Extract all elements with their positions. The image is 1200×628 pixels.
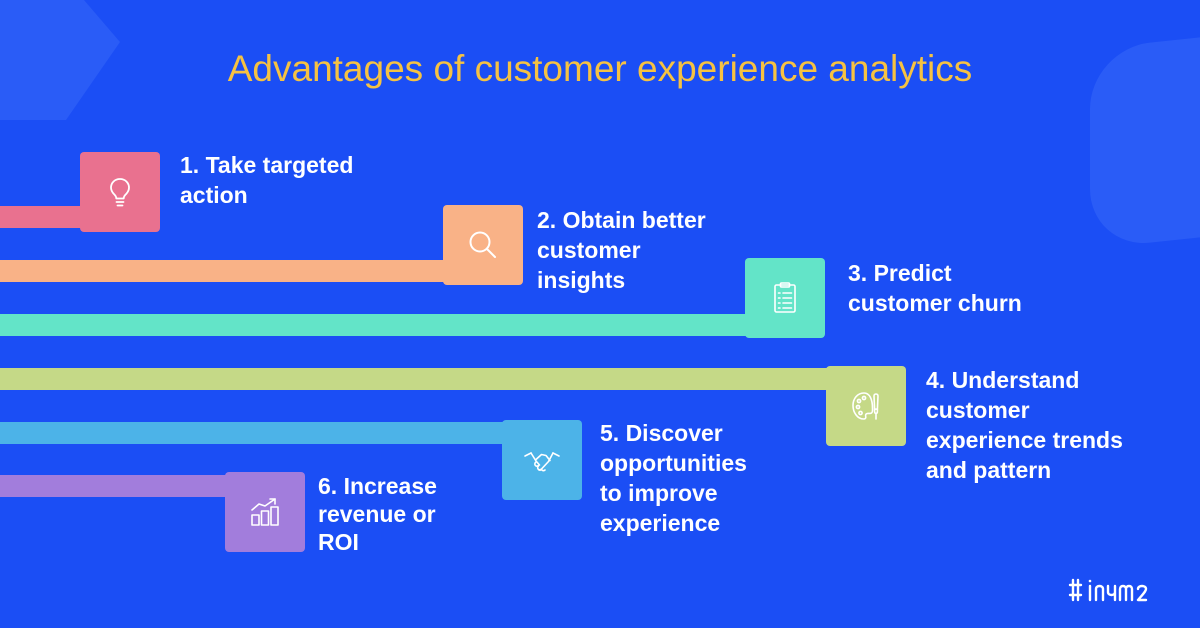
palette-icon: [852, 392, 879, 420]
step-4-label: 4. Understand customer experience trends…: [926, 365, 1123, 485]
handshake-icon: [524, 452, 560, 472]
step-4-line-1: 4. Understand: [926, 367, 1080, 393]
bar-growth-icon: [251, 498, 279, 526]
step-6-line-2: revenue or: [318, 501, 436, 527]
step-1-label: 1. Take targeted action: [180, 150, 353, 210]
step-4-line-4: and pattern: [926, 457, 1052, 483]
step-5-line-2: opportunities: [600, 450, 747, 476]
step-1-bar: [0, 206, 85, 228]
brand-logo-icon: [1068, 578, 1148, 602]
step-5-line-3: to improve: [600, 480, 718, 506]
step-2-icon-box: [443, 205, 523, 285]
magnifier-icon: [469, 231, 496, 258]
step-4-line-2: customer: [926, 397, 1030, 423]
step-2-line-2: customer: [537, 237, 641, 263]
step-1-line-1: 1. Take targeted: [180, 152, 354, 178]
step-5-label: 5. Discover opportunities to improve exp…: [600, 418, 747, 538]
step-2-bar: [0, 260, 448, 282]
step-6-icon-box: [225, 472, 305, 552]
page-title: Advantages of customer experience analyt…: [227, 48, 973, 89]
step-4-bar: [0, 368, 830, 390]
step-3-bar: [0, 314, 750, 336]
step-6-bar: [0, 475, 230, 497]
step-3-icon-box: [745, 258, 825, 338]
step-2-line-3: insights: [537, 267, 626, 293]
step-1-icon-box: [80, 152, 160, 232]
step-2-label: 2. Obtain better customer insights: [537, 205, 706, 295]
step-3-line-1: 3. Predict: [848, 260, 952, 286]
lightbulb-icon: [110, 178, 130, 207]
step-2-line-1: 2. Obtain better: [537, 207, 706, 233]
step-4-line-3: experience trends: [926, 427, 1123, 453]
step-1-line-2: action: [180, 182, 248, 208]
step-5-line-1: 5. Discover: [600, 420, 723, 446]
checklist-icon: [774, 282, 796, 313]
step-3-line-2: customer churn: [848, 290, 1022, 316]
step-3-label: 3. Predict customer churn: [848, 258, 1022, 318]
step-5-line-4: experience: [600, 510, 721, 536]
step-5-icon-box: [502, 420, 582, 500]
step-6-line-1: 6. Increase: [318, 473, 437, 499]
step-4-icon-box: [826, 366, 906, 446]
step-5-bar: [0, 422, 507, 444]
step-6-label: 6. Increase revenue or ROI: [318, 472, 437, 556]
step-6-line-3: ROI: [318, 529, 359, 555]
